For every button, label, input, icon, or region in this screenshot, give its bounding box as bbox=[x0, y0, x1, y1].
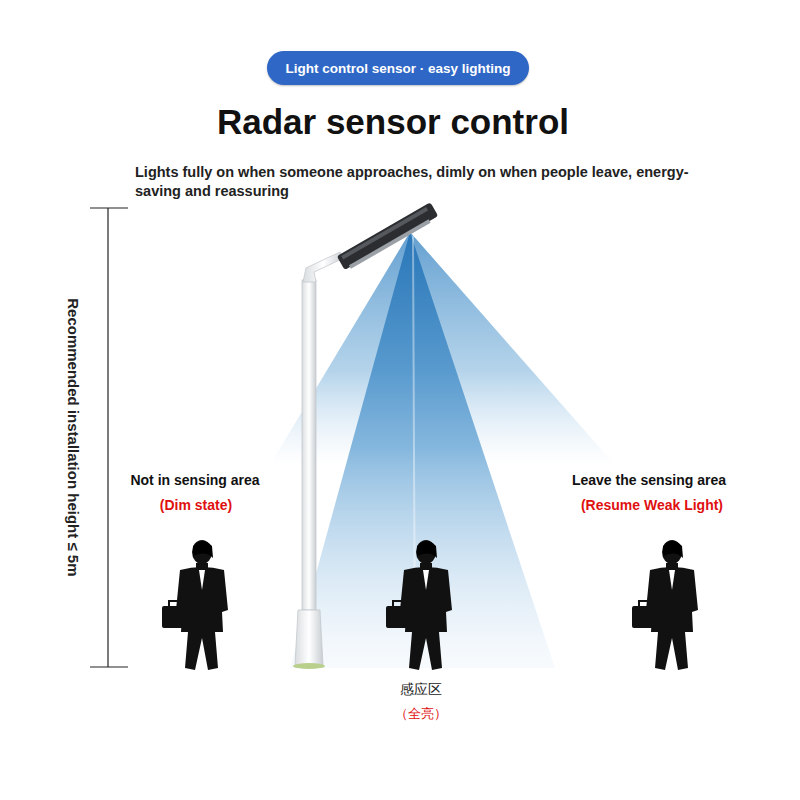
ground-patch bbox=[293, 663, 325, 669]
zone-label: Not in sensing area bbox=[130, 472, 259, 490]
pill-text: Light control sensor · easy lighting bbox=[285, 61, 510, 76]
height-dimension-text: Recommended installation height ≤ 5m bbox=[63, 298, 82, 576]
lamp-head bbox=[337, 202, 440, 272]
subtitle-note: Lights fully on when someone approaches,… bbox=[135, 163, 715, 201]
height-dimension-line bbox=[90, 208, 128, 667]
state-label: (Resume Weak Light) bbox=[581, 497, 723, 515]
lamp-pole bbox=[302, 280, 316, 610]
main-title: Radar sensor control bbox=[217, 100, 569, 144]
lamp-arm bbox=[303, 252, 344, 282]
state-label: (Dim state) bbox=[160, 497, 232, 515]
zone-label: Leave the sensing area bbox=[572, 472, 726, 490]
pole-base bbox=[295, 610, 323, 665]
zone-label: 感应区 bbox=[400, 681, 442, 699]
state-label: （全亮） bbox=[395, 706, 447, 722]
feature-pill: Light control sensor · easy lighting bbox=[267, 51, 528, 85]
